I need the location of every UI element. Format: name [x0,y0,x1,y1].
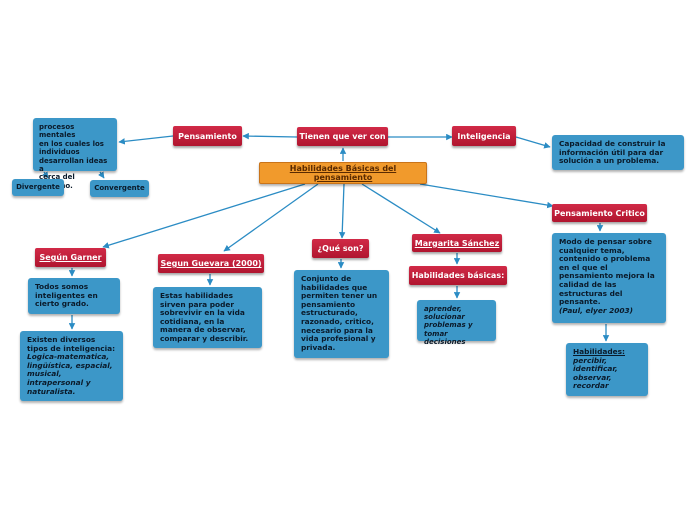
inteligencia-node[interactable]: Inteligencia [452,126,516,146]
estas-line: Estas habilidades [160,291,234,300]
estas-line: comparar y describir. [160,333,249,343]
capacidad-line: Capacidad de construir la [559,139,666,148]
conjunto-line: permiten tener un [301,291,378,301]
capacidad-note[interactable]: Capacidad de construir la información út… [552,135,684,170]
modo-line: cualquier tema, [559,245,625,255]
convergente-node[interactable]: Convergente [90,180,149,197]
link-inteligencia-capacidad [515,136,551,149]
hab-title: Habilidades: [573,347,625,356]
link-pensamiento-procesos [118,135,174,145]
todos-line: Todos somos [35,282,89,291]
todos-note[interactable]: Todos somos inteligentes en cierto grado… [28,278,120,314]
existen-italic-line: lingüística, espacial, [27,360,113,370]
modo-line: pensamiento mejora la [559,271,655,281]
aprender-line: problemas y [424,321,473,330]
critico-node[interactable]: Pensamiento Critico [552,204,647,222]
hab-italic-line: observar, [573,372,612,382]
basicas-node[interactable]: Habilidades básicas: [409,266,507,285]
conjunto-line: habilidades que [301,282,368,292]
link-procesos-divergente [42,171,49,179]
existen-note[interactable]: Existen diversos tipos de inteligencia: … [20,331,123,401]
link-procesos-convergente [98,171,105,179]
modo-citation: (Paul, elyer 2003) [559,305,634,315]
modo-note[interactable]: Modo de pensar sobre cualquier tema, con… [552,233,666,323]
conjunto-line: vida profesional y [301,334,376,344]
estas-line: sirven para poder [160,299,235,309]
root-topic[interactable]: Habilidades Básicas del pensamiento [259,162,427,184]
existen-italic-line: intrapersonal y [27,377,91,387]
hab-italic-line: percibir, [573,355,608,365]
estas-line: manera de observar, [160,325,246,335]
modo-line: Modo de pensar sobre [559,237,652,246]
todos-line: cierto grado. [35,299,89,309]
existen-line: tipos de inteligencia: [27,343,116,353]
conjunto-line: razonado, critico, [301,316,374,326]
todos-line: inteligentes en [35,290,98,300]
procesos-line: individuos [39,148,80,157]
existen-italic-line: naturalista. [27,386,76,396]
procesos-line: en los cuales los [39,139,104,148]
estas-line: sobrevivir en la vida [160,308,245,318]
link-root-garner [102,183,306,249]
margarita-node[interactable]: Margarita Sánchez [412,234,502,252]
link-root-queson [338,183,346,239]
conjunto-line: Conjunto de [301,274,352,283]
modo-line: pensante. [559,297,601,307]
estas-note[interactable]: Estas habilidades sirven para poder sobr… [153,287,262,348]
modo-line: estructuras del [559,288,623,298]
aprender-line: aprender, [424,305,462,313]
link-root-guevara [223,183,319,252]
aprender-line: tomar decisiones [424,329,466,346]
procesos-line: procesos mentales [39,123,76,140]
modo-line: calidad de las [559,279,617,289]
garner-node[interactable]: Según Garner [35,248,106,267]
hab-italic-line: identificar, [573,364,618,374]
existen-italic-line: musical, [27,369,62,379]
conjunto-line: necesario para la [301,325,373,335]
conjunto-line: estructurado, [301,308,358,318]
hab-note[interactable]: Habilidades: percibir, identificar, obse… [566,343,648,396]
link-root-critico [419,183,554,209]
conjunto-line: pensamiento [301,299,356,309]
aprender-line: solucionar [424,313,465,322]
queson-node[interactable]: ¿Qué son? [312,239,369,258]
modo-line: en el que el [559,262,608,272]
capacidad-line: solución a un problema. [559,156,660,166]
existen-line: Existen diversos [27,335,96,344]
link-root-margarita [361,183,441,234]
conjunto-note[interactable]: Conjunto de habilidades que permiten ten… [294,270,389,358]
divergente-node[interactable]: Divergente [12,179,64,196]
estas-line: cotidiana, en la [160,316,225,326]
guevara-node[interactable]: Segun Guevara (2000) [158,254,264,273]
aprender-note[interactable]: aprender, solucionar problemas y tomar d… [417,300,496,346]
conjunto-line: privada. [301,342,336,352]
procesos-line: desarrollan ideas a [39,156,108,174]
procesos-note[interactable]: procesos mentales en los cuales los indi… [33,118,117,190]
existen-italic-line: Logica-matematica, [27,352,110,362]
tienen-node[interactable]: Tienen que ver con [297,127,388,146]
capacidad-line: información útil para dar [559,147,664,157]
hab-italic-line: recordar [573,381,609,391]
modo-line: contenido o problema [559,254,651,264]
pensamiento-node[interactable]: Pensamiento [173,126,242,146]
link-tienen-pensamiento [242,132,298,140]
